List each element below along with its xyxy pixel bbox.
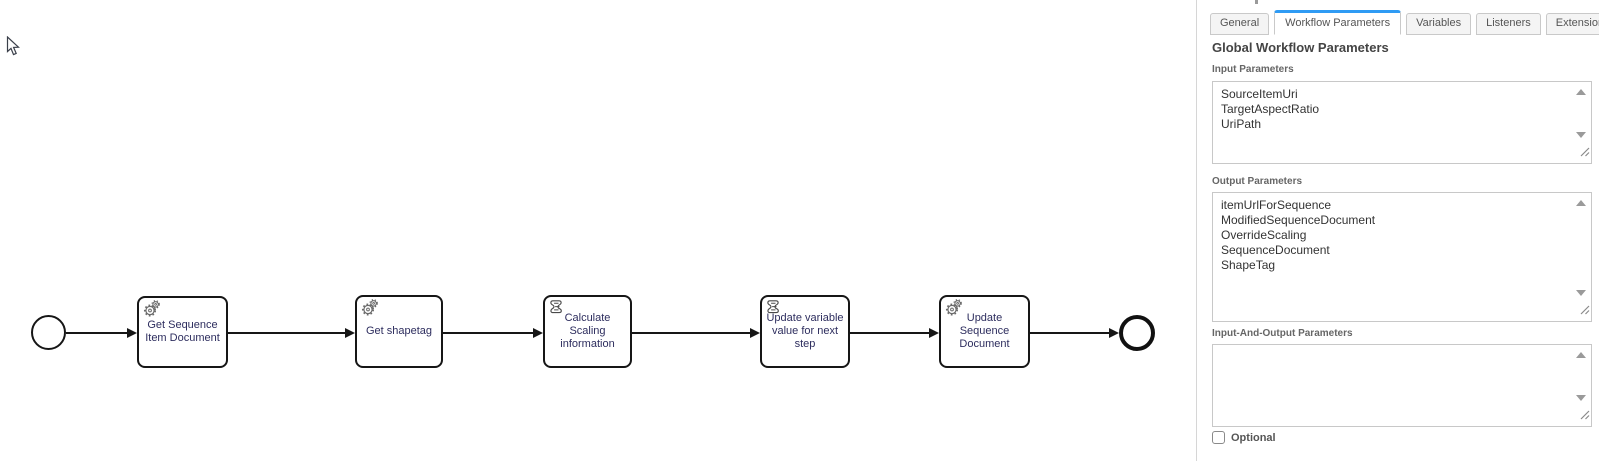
optional-row: Optional	[1212, 431, 1276, 444]
input-parameters-label: Input Parameters	[1212, 64, 1294, 75]
sequence-flow[interactable]	[66, 328, 137, 338]
resize-grip-icon[interactable]	[1580, 407, 1590, 425]
input-parameters-field-wrap: SourceItemUri TargetAspectRatio UriPath	[1212, 81, 1592, 164]
input-and-output-parameters-field-wrap	[1212, 344, 1592, 427]
workflow-diagram-canvas[interactable]: Get Sequence Item Document Get shapetag	[0, 0, 1196, 461]
output-parameters-field-wrap: itemUrlForSequence ModifiedSequenceDocum…	[1212, 192, 1592, 322]
resize-grip-icon[interactable]	[1580, 144, 1590, 162]
scroll-up-icon[interactable]	[1576, 89, 1586, 95]
task-label: Update variable value for next step	[766, 312, 844, 350]
task-update-variable-value[interactable]: Update variable value for next step	[760, 295, 850, 368]
input-parameters-textarea[interactable]: SourceItemUri TargetAspectRatio UriPath	[1212, 81, 1592, 164]
scroll-up-icon[interactable]	[1576, 200, 1586, 206]
scroll-down-icon[interactable]	[1576, 132, 1586, 138]
arrowhead-icon	[533, 328, 543, 338]
tab-general[interactable]: General	[1210, 13, 1270, 35]
mouse-cursor-icon	[6, 35, 23, 62]
panel-heading: Global Workflow Parameters	[1212, 40, 1389, 55]
sequence-flow[interactable]	[632, 328, 760, 338]
properties-panel: General Workflow Parameters Variables Li…	[1196, 0, 1599, 461]
task-label: Get shapetag	[365, 325, 433, 337]
tab-listeners[interactable]: Listeners	[1476, 13, 1541, 35]
scroll-down-icon[interactable]	[1576, 290, 1586, 296]
properties-tab-bar: General Workflow Parameters Variables Li…	[1210, 10, 1599, 35]
clipped-element-fragment	[1255, 0, 1258, 4]
task-calculate-scaling-information[interactable]: Calculate Scaling information	[543, 295, 632, 368]
task-update-sequence-document[interactable]: Update Sequence Document	[939, 295, 1030, 368]
arrowhead-icon	[750, 328, 760, 338]
tab-extensions[interactable]: Extensions	[1545, 13, 1599, 35]
optional-checkbox[interactable]	[1212, 431, 1225, 444]
input-and-output-parameters-textarea[interactable]	[1212, 344, 1592, 427]
tab-workflow-parameters[interactable]: Workflow Parameters	[1274, 10, 1402, 35]
arrowhead-icon	[929, 328, 939, 338]
service-task-gears-icon	[360, 299, 379, 321]
arrowhead-icon	[127, 328, 137, 338]
sequence-flow[interactable]	[228, 328, 355, 338]
service-task-gears-icon	[944, 299, 963, 321]
scroll-up-icon[interactable]	[1576, 352, 1586, 358]
script-task-scroll-icon	[548, 299, 564, 320]
task-label: Calculate Scaling information	[560, 312, 615, 350]
end-event[interactable]	[1119, 315, 1155, 351]
output-parameters-textarea[interactable]: itemUrlForSequence ModifiedSequenceDocum…	[1212, 192, 1592, 322]
tab-variables[interactable]: Variables	[1406, 13, 1472, 35]
arrowhead-icon	[1109, 328, 1119, 338]
arrowhead-icon	[345, 328, 355, 338]
scroll-down-icon[interactable]	[1576, 395, 1586, 401]
input-and-output-parameters-label: Input-And-Output Parameters	[1212, 328, 1353, 339]
output-parameters-label: Output Parameters	[1212, 176, 1303, 187]
sequence-flow[interactable]	[849, 328, 939, 338]
optional-checkbox-label: Optional	[1231, 431, 1276, 444]
task-get-sequence-item-document[interactable]: Get Sequence Item Document	[137, 296, 228, 368]
start-event[interactable]	[31, 315, 66, 350]
resize-grip-icon[interactable]	[1580, 302, 1590, 320]
task-label: Get Sequence Item Document	[145, 319, 220, 344]
service-task-gears-icon	[142, 300, 161, 322]
sequence-flow[interactable]	[1030, 328, 1119, 338]
task-label: Update Sequence Document	[959, 312, 1010, 350]
script-task-scroll-icon	[765, 299, 781, 320]
sequence-flow[interactable]	[443, 328, 543, 338]
task-get-shapetag[interactable]: Get shapetag	[355, 295, 443, 368]
